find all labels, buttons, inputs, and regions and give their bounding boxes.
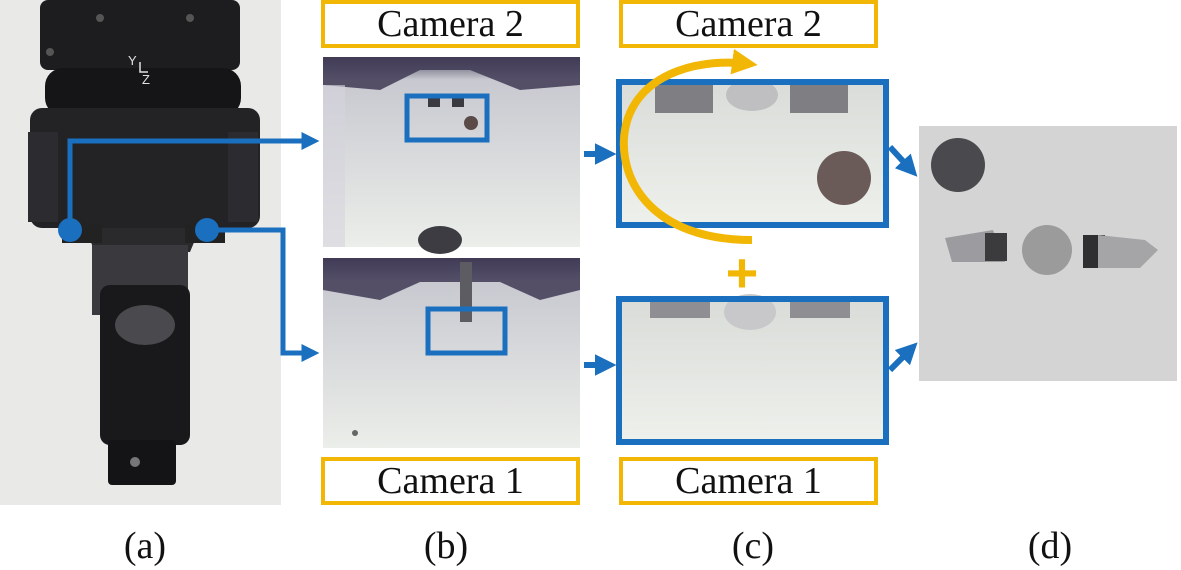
panel-label-d: (d) [1027,525,1073,567]
camera2-crop [620,79,885,223]
roi-box-camera2 [404,93,490,143]
camera-connector-arrows [58,132,320,362]
arrow-c-to-d-bottom [887,342,918,373]
panel-label-a: (a) [123,525,167,567]
rotate-arrow [619,48,758,244]
camera1-label-c: Camera 1 [619,457,878,505]
camera2-image [323,57,580,254]
merged-image [919,126,1177,381]
arrow-c-to-d-top [887,144,918,177]
camera2-label-b: Camera 2 [321,0,580,48]
gripper-photo: Y Z [0,0,281,505]
camera1-crop [620,294,885,440]
roi-box-camera1 [425,306,508,356]
axis-z-mark: Z [142,72,150,87]
plus-sign: + [726,241,759,304]
crop-frame-camera1 [616,296,889,445]
camera2-label-c: Camera 2 [619,0,878,48]
camera1-label-b: Camera 1 [321,457,580,505]
panel-label-b: (b) [423,525,469,567]
axis-y-mark: Y [128,53,137,68]
crop-frame-camera2 [616,79,889,228]
panel-label-c: (c) [731,525,775,567]
